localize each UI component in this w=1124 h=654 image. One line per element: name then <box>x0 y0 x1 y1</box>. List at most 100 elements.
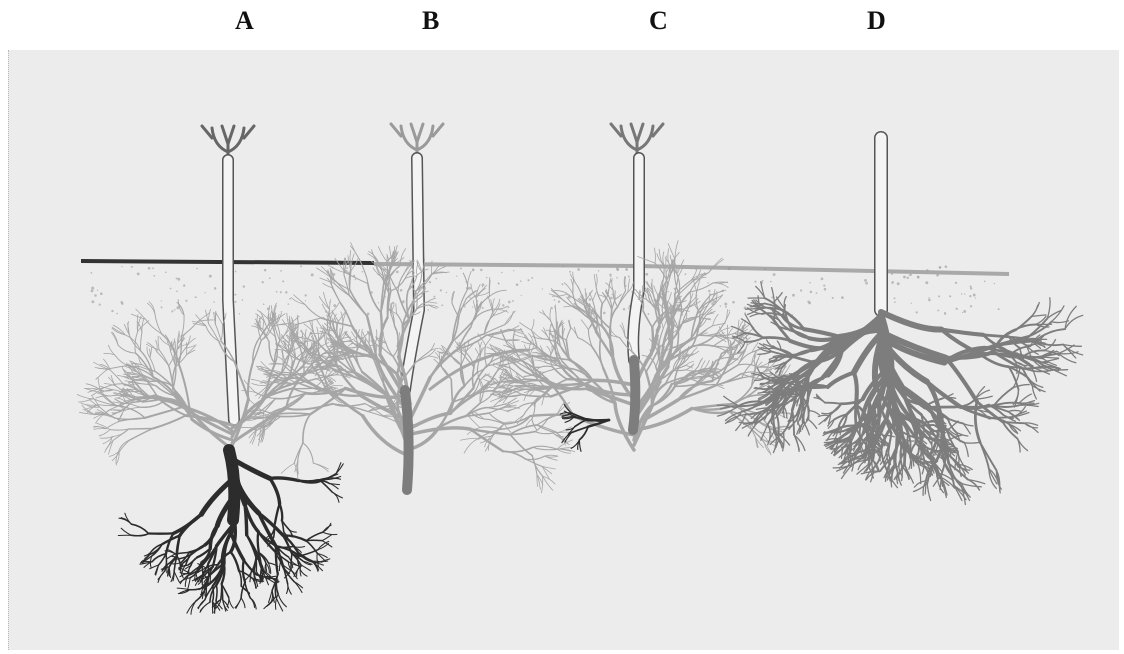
soil-speckle <box>531 277 533 279</box>
root-segment <box>478 342 480 353</box>
soil-speckle <box>944 313 946 315</box>
soil-speckle <box>823 285 825 287</box>
plant-b-illustration <box>237 124 574 493</box>
soil-speckle <box>161 306 163 308</box>
soil-speckle <box>195 296 197 298</box>
root-segment <box>690 348 698 357</box>
soil-speckle <box>628 276 630 278</box>
root-segment <box>790 356 813 362</box>
soil-speckle <box>667 291 669 293</box>
root-segment <box>490 290 507 296</box>
root-segment <box>692 345 713 347</box>
root-segment <box>216 313 223 325</box>
soil-speckle <box>392 302 395 305</box>
root-segment <box>675 241 678 260</box>
root-segment <box>705 360 710 368</box>
soil-speckle <box>204 292 205 293</box>
root-segment <box>110 429 129 430</box>
soil-speckle <box>832 297 834 299</box>
root-segment <box>535 432 553 434</box>
soil-speckle <box>938 295 940 297</box>
soil-speckle <box>446 292 448 294</box>
soil-speckle <box>911 303 912 304</box>
root-segment <box>395 326 399 346</box>
root-segment <box>205 310 208 324</box>
soil-speckle <box>300 265 302 267</box>
soil-speckle <box>708 290 710 292</box>
root-segment <box>317 553 327 557</box>
soil-speckle <box>728 267 731 270</box>
root-segment <box>141 333 142 351</box>
root-segment <box>113 325 125 335</box>
soil-speckle <box>956 308 958 310</box>
root-segment <box>532 319 534 330</box>
soil-speckle <box>792 294 795 297</box>
soil-speckle <box>472 306 473 307</box>
root-segment <box>804 329 840 337</box>
root-segment <box>905 446 907 465</box>
root-segment <box>601 304 602 327</box>
soil-speckle <box>720 305 722 307</box>
soil-speckle <box>975 297 976 298</box>
root-segment <box>609 278 611 289</box>
soil-speckle <box>616 277 618 279</box>
soil-speckle <box>213 301 214 302</box>
soil-speckle <box>939 267 941 269</box>
root-segment <box>506 407 519 411</box>
soil-speckle <box>969 295 971 297</box>
soil-speckle <box>176 277 178 279</box>
soil-speckle <box>936 274 939 277</box>
soil-speckle <box>970 285 972 287</box>
root-segment <box>713 283 728 288</box>
soil-speckle <box>729 310 731 312</box>
soil-speckle <box>460 268 462 270</box>
soil-speckle <box>171 310 173 312</box>
panel-label-d: D <box>867 6 886 36</box>
root-segment <box>313 463 328 472</box>
root-segment <box>270 478 298 481</box>
soil-speckle <box>891 273 893 275</box>
soil-speckle <box>841 296 844 299</box>
root-segment <box>281 463 294 473</box>
root-segment <box>248 363 253 399</box>
root-segment <box>350 246 359 260</box>
root-segment <box>854 373 857 406</box>
root-segment <box>301 565 311 571</box>
soil-speckle <box>111 310 113 312</box>
root-segment <box>809 337 839 340</box>
root-segment <box>208 324 218 342</box>
soil-speckle <box>235 271 237 273</box>
root-segment <box>158 336 159 350</box>
soil-speckle <box>498 282 500 284</box>
soil-speckle <box>909 274 911 276</box>
soil-speckle <box>121 266 122 267</box>
root-segment <box>505 311 516 325</box>
soil-speckle <box>894 301 896 303</box>
soil-speckle <box>482 307 484 309</box>
root-segment <box>459 289 468 311</box>
soil-speckle <box>116 313 118 315</box>
root-segment <box>350 290 367 317</box>
panel-label-c: C <box>649 6 668 36</box>
root-segment <box>459 335 487 349</box>
soil-speckle <box>441 304 443 306</box>
soil-speckle <box>945 265 948 268</box>
soil-speckle <box>367 313 370 316</box>
root-segment <box>489 280 490 296</box>
soil-speckle <box>554 299 556 301</box>
root-segment <box>129 429 153 430</box>
soil-speckle <box>305 294 307 296</box>
root-segment <box>686 310 687 319</box>
soil-speckle <box>234 301 236 303</box>
soil-speckle <box>807 301 809 303</box>
soil-speckle <box>183 284 185 286</box>
soil-speckle <box>994 283 995 284</box>
soil-speckle <box>800 289 802 291</box>
root-segment <box>690 351 699 356</box>
soil-speckle <box>170 288 172 290</box>
soil-speckle <box>269 277 271 279</box>
root-segment <box>276 413 310 414</box>
soil-speckle <box>917 276 919 278</box>
root-segment <box>738 352 752 365</box>
soil-speckle <box>955 282 957 284</box>
